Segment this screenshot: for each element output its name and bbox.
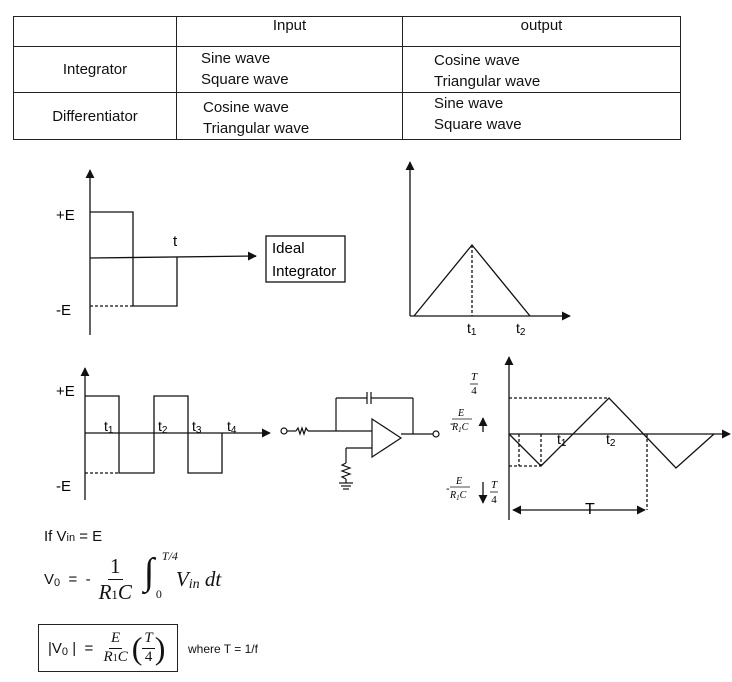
integral-lower-limit: 0 (155, 587, 162, 601)
integral-upper-limit: T/4 (161, 549, 178, 563)
cell-line: Square wave (201, 71, 289, 88)
t3-label: t3 (192, 418, 202, 436)
abs-v0-right: | (68, 639, 77, 657)
period-label: T (585, 501, 595, 518)
result-box (38, 624, 178, 672)
condition-value: = E (75, 528, 103, 545)
periodic-square-wave-figure (80, 367, 271, 500)
cell-line: Square wave (434, 116, 522, 133)
cell-output: Sine wave Square wave (402, 92, 681, 140)
lower-r1c-denominator: R1C (449, 490, 467, 502)
right-paren: ) (154, 630, 166, 666)
t-over-4-fraction: T 4 (142, 630, 155, 666)
op-amp-integrator-circuit (280, 392, 440, 490)
condition-subscript: in (66, 532, 76, 544)
upper-e-numerator: E (457, 408, 464, 419)
v0-symbol: V (44, 570, 55, 588)
minus-e-label: -E (56, 302, 71, 319)
square-wave-trace (85, 395, 223, 474)
input-terminal (280, 427, 288, 435)
top-t-over-4-numerator: T (471, 371, 478, 383)
c-symbol: C (117, 648, 128, 665)
cell-line: Triangular wave (434, 73, 541, 90)
table-row: Differentiator Cosine wave Triangular wa… (13, 92, 681, 140)
minus-e-label: -E (56, 478, 71, 495)
r-subscript: 1 (111, 586, 118, 602)
t2-label: t2 (158, 418, 168, 436)
cell-input: Cosine wave Triangular wave (176, 92, 403, 140)
upper-minus-sign: - (450, 418, 454, 430)
lower-minus-sign: - (446, 483, 450, 495)
row-label-differentiator: Differentiator (13, 92, 177, 140)
vin-symbol: V (175, 566, 189, 591)
cell-line: Triangular wave (203, 120, 310, 137)
abs-v0-left: |V (48, 639, 62, 657)
t2-label: t2 (606, 431, 616, 449)
left-paren: ( (131, 630, 143, 666)
ground-resistor-icon (340, 462, 352, 480)
r-subscript: 1 (112, 652, 118, 664)
time-label: t (173, 233, 178, 250)
fraction-numerator: 1 (108, 554, 123, 580)
periodic-triangle-output-figure (478, 356, 731, 520)
lower-t-over-4-denominator: 4 (491, 494, 497, 506)
integrator-box-line2: Integrator (272, 263, 336, 280)
t2-label: t2 (516, 320, 526, 338)
triangle-output-figure (405, 161, 571, 321)
t1-label: t1 (557, 431, 567, 449)
integral-sign: ∫ T/4 0 (143, 549, 178, 607)
t1-label: t1 (104, 418, 114, 436)
integrator-box-line1: Ideal (272, 240, 305, 257)
t4-label: t4 (227, 418, 237, 436)
fraction-numerator: E (109, 630, 123, 649)
one-over-r1c-fraction: 1 R1C (97, 554, 134, 603)
input-resistor-icon (295, 426, 309, 436)
square-wave-trace (90, 211, 178, 307)
lower-e-numerator: E (455, 476, 462, 487)
integral-symbol: ∫ (143, 551, 155, 593)
t1-label: t1 (467, 320, 477, 338)
c-symbol: C (117, 579, 132, 604)
where-note: where T = 1/f (188, 642, 258, 656)
cell-line: Sine wave (201, 50, 271, 67)
fraction-denominator: R1C (97, 580, 134, 604)
plus-e-label: +E (56, 383, 75, 400)
r-symbol: R (98, 579, 112, 604)
top-t-over-4-denominator: 4 (471, 385, 477, 397)
triangle-trace (508, 397, 715, 469)
fraction-denominator: R1C (102, 649, 130, 666)
equals-minus: = - (60, 570, 91, 588)
table-row: Integrator Sine wave Square wave Cosine … (13, 46, 681, 93)
v0-subscript: 0 (54, 577, 61, 589)
op-amp-triangle-icon (371, 417, 403, 459)
e-over-r1c-fraction: E R1C (102, 630, 130, 666)
comparison-table: Input output Integrator Sine wave Square… (13, 16, 681, 140)
vin-condition: If Vin = E (44, 528, 102, 545)
cell-line: Cosine wave (203, 99, 289, 116)
condition-text: If V (44, 528, 67, 545)
cell-line: Sine wave (434, 95, 504, 112)
plus-e-label: +E (56, 207, 75, 224)
output-terminal (432, 430, 440, 438)
fraction-denominator: 4 (144, 648, 153, 665)
abs-v0-subscript: 0 (61, 646, 69, 658)
time-axis (89, 251, 257, 261)
fraction-numerator: T (142, 630, 155, 649)
equals-sign: = (76, 639, 102, 657)
row-label-integrator: Integrator (13, 46, 177, 93)
ideal-integrator-box (265, 235, 346, 283)
r-symbol: R (103, 648, 113, 665)
cell-output: Cosine wave Triangular wave (402, 46, 681, 93)
cell-line: Cosine wave (434, 52, 520, 69)
vin-subscript: in (188, 577, 200, 592)
lower-t-over-4-numerator: T (491, 479, 498, 491)
square-wave-input-figure (85, 169, 346, 335)
dt-symbol: dt (199, 566, 222, 591)
upper-r1c-denominator: R1C (451, 422, 469, 434)
